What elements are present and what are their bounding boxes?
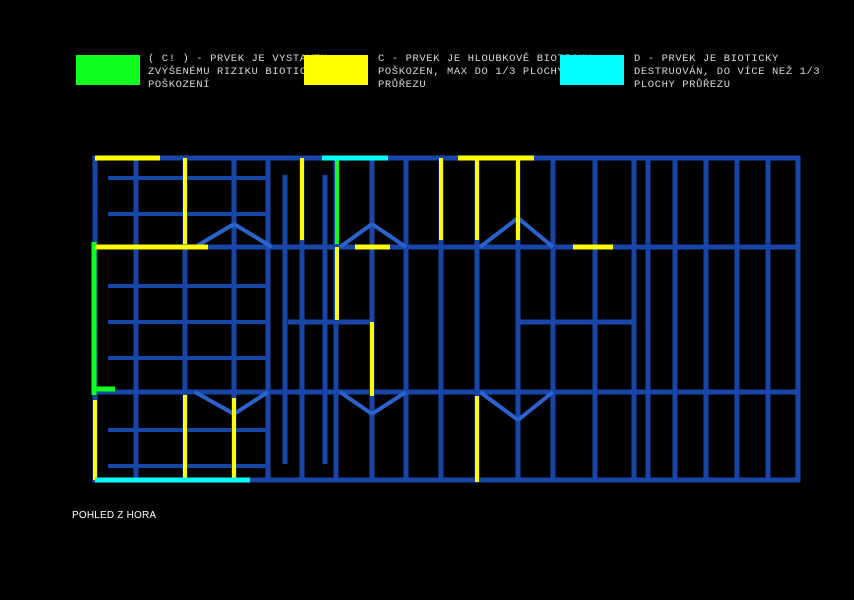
diagonal-strut bbox=[193, 222, 236, 249]
legend-text-ci: ( C! ) - PRVEK JE VYSTAVEN ZVÝŠENÉMU RIZ… bbox=[148, 53, 335, 91]
diagonal-strut bbox=[338, 222, 374, 249]
diagonal-strut bbox=[516, 390, 555, 422]
damage-marks-layer bbox=[91, 155, 613, 483]
beam-layer bbox=[92, 155, 801, 483]
plan-caption: POHLED Z HORA bbox=[72, 510, 157, 521]
diagonal-strut bbox=[478, 390, 520, 422]
diagonal-strut bbox=[478, 216, 520, 249]
diagonal-strut bbox=[370, 390, 408, 416]
diagonal-strut bbox=[516, 216, 555, 249]
legend-swatch-c bbox=[304, 55, 368, 85]
diagonal-strut bbox=[338, 390, 374, 416]
diagonal-strut bbox=[370, 222, 408, 249]
legend-text-d: D - PRVEK JE BIOTICKY DESTRUOVÁN, DO VÍC… bbox=[634, 53, 821, 91]
legend-swatch-d bbox=[560, 55, 624, 85]
diagonal-strut bbox=[232, 390, 270, 416]
diagonal-strut bbox=[232, 222, 274, 249]
legend-swatch-ci bbox=[76, 55, 140, 85]
diagonal-strut bbox=[194, 390, 235, 416]
